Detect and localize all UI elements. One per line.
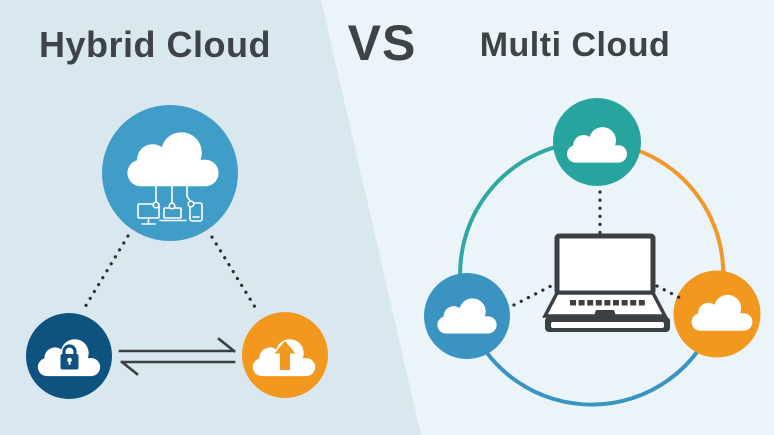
lock-icon <box>60 344 79 370</box>
monitor-icon <box>137 203 160 225</box>
hybrid-cloud-diagram <box>26 105 328 399</box>
multi-cloud-title: Multi Cloud <box>479 26 671 64</box>
laptop-icon <box>542 233 670 332</box>
laptop-touchpad <box>594 310 616 316</box>
orange-cloud-icon <box>673 270 761 358</box>
public-cloud-upload-icon <box>242 312 328 398</box>
phone-icon <box>189 202 203 222</box>
dotted-link-laptop-to-orange <box>655 284 686 302</box>
ring-arc-blue <box>465 313 719 407</box>
teal-cloud-icon <box>553 98 641 186</box>
multi-cloud-diagram <box>424 98 761 407</box>
dotted-link-main-to-public <box>210 235 260 314</box>
hybrid-cloud-title: Hybrid Cloud <box>39 24 271 65</box>
dotted-link-laptop-to-blue <box>512 284 553 307</box>
cloud-with-devices-icon <box>102 105 238 241</box>
private-cloud-lock-icon <box>26 313 112 399</box>
blue-cloud-icon <box>424 273 510 359</box>
vs-label: VS <box>347 15 417 71</box>
laptop-keys <box>570 300 645 316</box>
dotted-link-main-to-private <box>80 234 130 314</box>
upload-arrow-icon <box>274 341 296 370</box>
exchange-arrows-icon <box>118 337 236 376</box>
